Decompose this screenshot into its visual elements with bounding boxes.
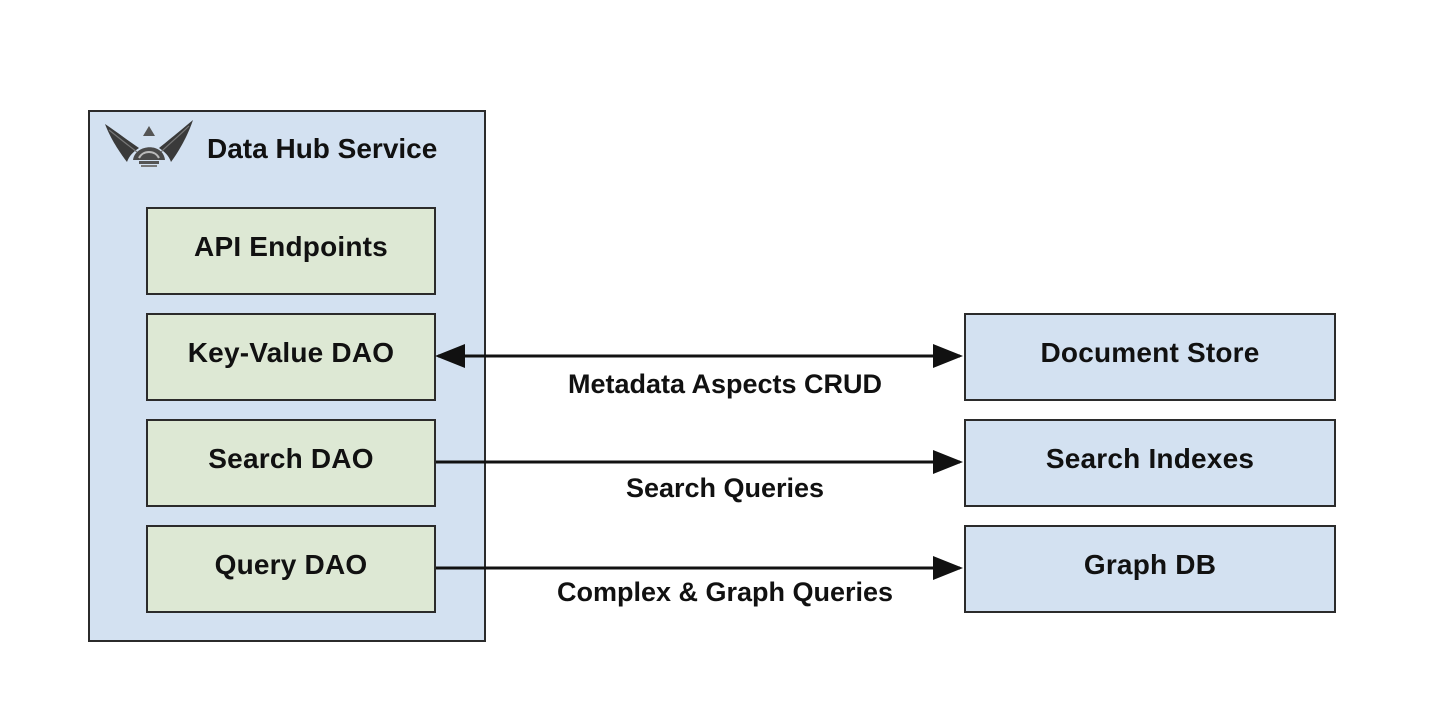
service-title: Data Hub Service (207, 133, 438, 164)
edge-label-metadata-aspects-crud: Metadata Aspects CRUD (567, 369, 883, 399)
edge-label-search-queries: Search Queries (625, 473, 825, 503)
edge-label-complex-graph-queries: Complex & Graph Queries (556, 577, 894, 607)
query-dao-label: Query DAO (214, 549, 368, 580)
winged-helmet-logo-icon (105, 120, 193, 167)
api-endpoints-label: API Endpoints (194, 231, 388, 262)
graph-db-box: Graph DB (964, 525, 1336, 613)
document-store-box: Document Store (964, 313, 1336, 401)
api-endpoints-box: API Endpoints (146, 207, 436, 295)
search-dao-label: Search DAO (208, 443, 374, 474)
graph-db-label: Graph DB (1083, 549, 1217, 580)
search-indexes-label: Search Indexes (1045, 443, 1255, 474)
search-indexes-box: Search Indexes (964, 419, 1336, 507)
search-dao-box: Search DAO (146, 419, 436, 507)
key-value-dao-label: Key-Value DAO (187, 337, 395, 368)
query-dao-box: Query DAO (146, 525, 436, 613)
key-value-dao-box: Key-Value DAO (146, 313, 436, 401)
document-store-label: Document Store (1040, 337, 1260, 368)
